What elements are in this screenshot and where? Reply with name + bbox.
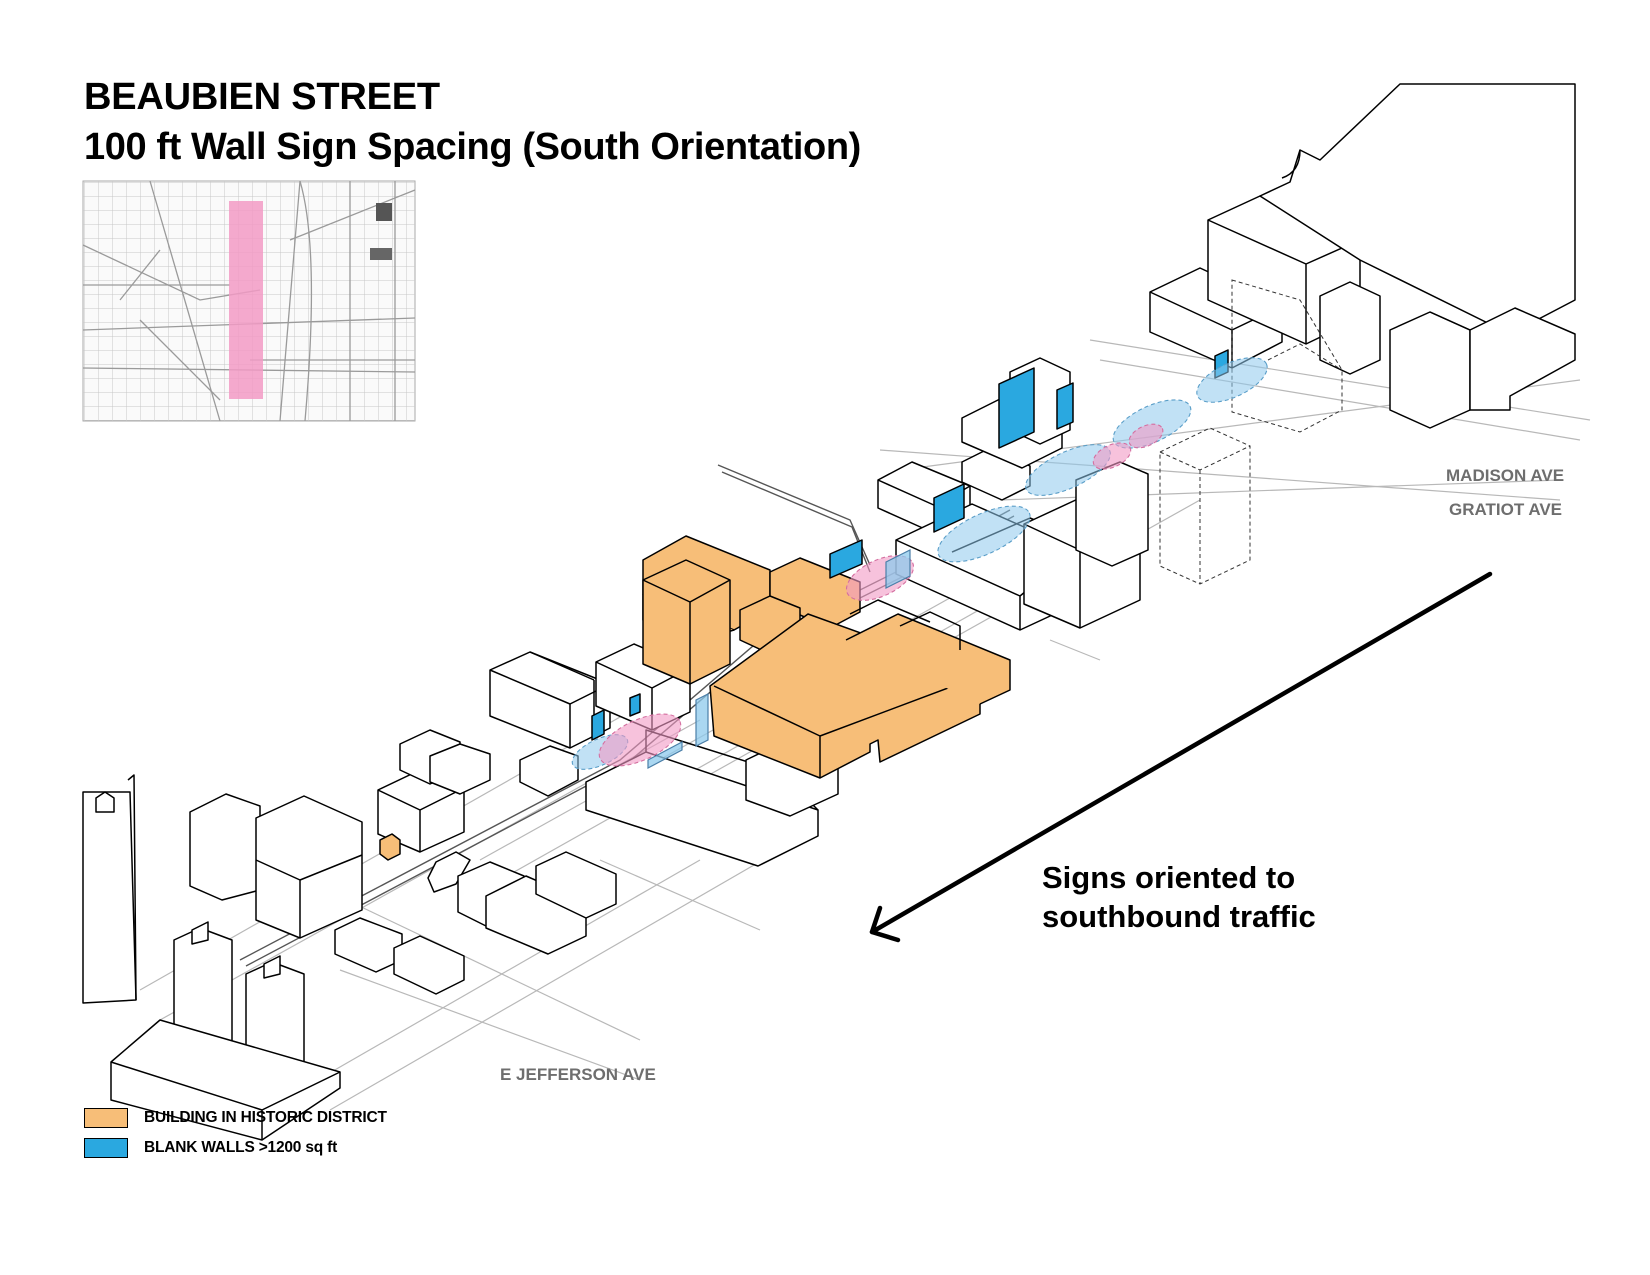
legend-item-blank-walls: BLANK WALLS >1200 sq ft — [84, 1138, 337, 1158]
proposed-buildings — [1159, 279, 1343, 585]
historic-swatch — [84, 1108, 128, 1128]
historic-buildings — [379, 535, 1011, 861]
sign-zones — [571, 357, 1268, 770]
locator-map — [82, 180, 416, 422]
callout-line-2: southbound traffic — [1042, 899, 1316, 934]
direction-callout: Signs oriented to southbound traffic — [1042, 858, 1316, 936]
legend-item-historic: BUILDING IN HISTORIC DISTRICT — [84, 1108, 387, 1128]
page-subtitle: 100 ft Wall Sign Spacing (South Orientat… — [84, 126, 861, 168]
blank-walls — [591, 349, 1229, 741]
arrow-down-left-icon — [869, 571, 1493, 943]
street-label-gratiot: GRATIOT AVE — [1449, 500, 1563, 519]
street-label-madison: MADISON AVE — [1446, 466, 1565, 485]
page-title: BEAUBIEN STREET — [84, 76, 440, 118]
context-buildings — [82, 83, 1576, 1141]
blank-walls-swatch — [84, 1138, 128, 1158]
beaubien-highlight — [229, 201, 263, 399]
legend-label-historic: BUILDING IN HISTORIC DISTRICT — [144, 1109, 387, 1126]
legend-label-blank-walls: BLANK WALLS >1200 sq ft — [144, 1139, 338, 1156]
callout-line-1: Signs oriented to — [1042, 860, 1296, 895]
street-label-jefferson: E JEFFERSON AVE — [500, 1065, 656, 1084]
